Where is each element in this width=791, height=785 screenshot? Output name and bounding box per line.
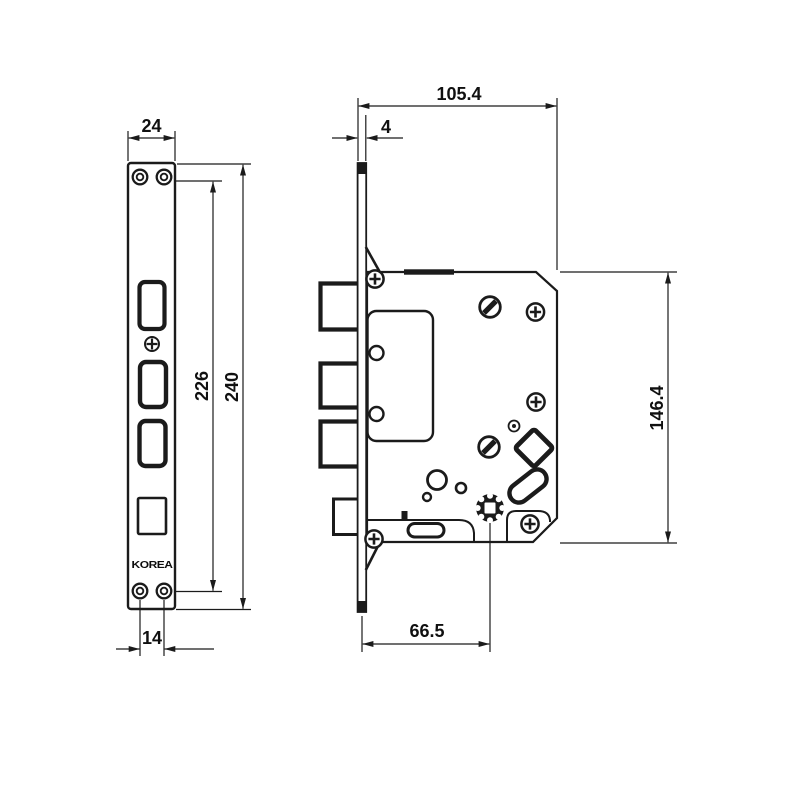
plate-pin-bottom xyxy=(368,405,385,423)
mounting-hole-top-left xyxy=(131,168,149,186)
bolt-cutout-2 xyxy=(137,359,169,410)
dimension-backset: 66.5 xyxy=(361,523,491,652)
slotted-screw-lower xyxy=(479,437,500,458)
dimension-body-depth: 105.4 xyxy=(357,84,558,270)
case-corner-pocket xyxy=(506,510,551,541)
brand-text: KOREA xyxy=(132,559,174,571)
bolt-cutout-1 xyxy=(137,279,167,332)
dim-label-backset: 66.5 xyxy=(409,621,444,641)
guide-hole-small-right xyxy=(454,481,468,495)
pivot-hole xyxy=(507,419,521,433)
case-screw-top-left xyxy=(365,269,385,289)
dimension-screw-span: 226 xyxy=(176,180,222,593)
mounting-hole-top-right xyxy=(155,168,173,186)
latch-bolt-3 xyxy=(318,419,359,469)
front-view: KOREA 24 226 240 14 xyxy=(116,116,251,656)
deadbolt-cutout xyxy=(136,496,168,536)
angled-slot xyxy=(507,467,549,505)
bottom-slot xyxy=(406,522,446,539)
dimension-plate-thickness: 4 xyxy=(332,115,403,161)
case-screw-bottom-left xyxy=(364,529,384,549)
dim-label-plate-thickness: 4 xyxy=(381,117,391,137)
case-top-insert xyxy=(404,269,454,275)
dim-label-screw-span: 226 xyxy=(192,371,212,401)
case-screw-mid-right xyxy=(526,392,546,412)
dim-label-body-depth: 105.4 xyxy=(436,84,481,104)
bolt-cutout-3 xyxy=(137,418,168,469)
latch-bolt-2 xyxy=(318,361,359,410)
thumbturn-spindle-hole xyxy=(513,427,555,469)
latch-bolt-1 xyxy=(318,281,359,332)
case-screw-top-right xyxy=(525,302,546,322)
dimension-plate-height: 240 xyxy=(176,163,251,611)
guide-hole-small-left xyxy=(421,491,433,503)
case-bottom-step xyxy=(367,519,475,541)
dimension-plate-width: 24 xyxy=(127,116,176,161)
top-gusset xyxy=(364,246,381,273)
slotted-screw-upper xyxy=(480,297,501,318)
mounting-hole-bottom-right xyxy=(155,582,173,600)
dimension-screw-pitch: 14 xyxy=(116,600,214,656)
spindle-follower xyxy=(474,492,506,524)
guide-hole-large xyxy=(426,469,448,491)
dimension-body-height: 146.4 xyxy=(560,271,677,544)
faceplate-edge-view xyxy=(356,162,368,613)
dim-label-plate-width: 24 xyxy=(141,116,161,136)
dim-label-plate-height: 240 xyxy=(222,372,242,402)
step-tab xyxy=(401,511,408,520)
deadbolt xyxy=(332,497,359,536)
mechanism-plate xyxy=(366,309,435,443)
pocket-screw xyxy=(520,514,540,534)
mounting-hole-bottom-left xyxy=(131,582,149,600)
dim-label-screw-pitch: 14 xyxy=(142,628,162,648)
dim-label-body-height: 146.4 xyxy=(647,385,667,430)
side-view: 105.4 4 146.4 66.5 xyxy=(318,84,677,652)
plate-pin-top xyxy=(368,344,385,362)
faceplate-screw xyxy=(144,336,160,352)
